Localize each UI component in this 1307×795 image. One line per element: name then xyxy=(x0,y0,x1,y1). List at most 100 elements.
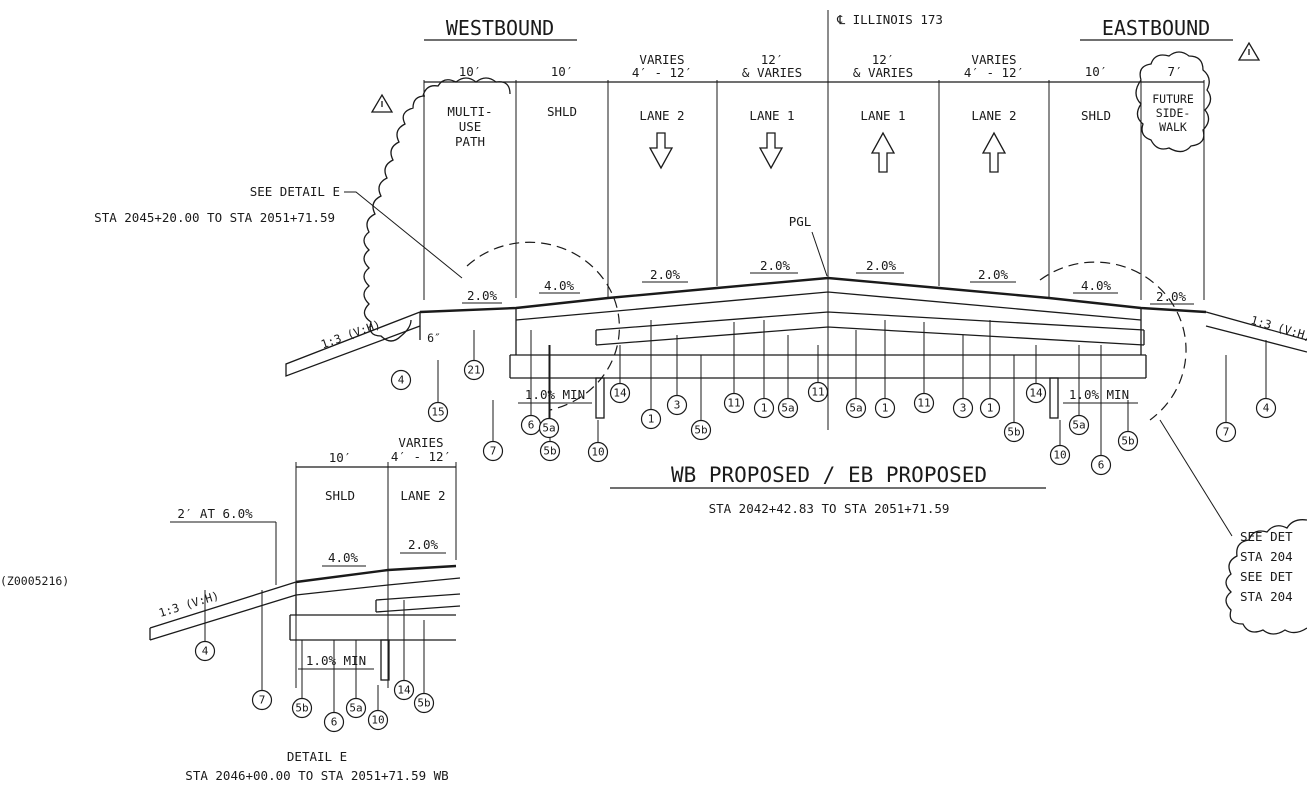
callout-bubble: 5a xyxy=(538,345,560,439)
zone-boundaries xyxy=(423,80,1205,300)
width-label: 4′ - 12′ xyxy=(632,65,692,80)
revision-cloud xyxy=(1135,51,1212,153)
detail-slope-label: 2.0% xyxy=(408,537,439,552)
callout-number: 11 xyxy=(811,386,824,399)
callout-number: 10 xyxy=(591,446,604,459)
right-note-line: SEE DET xyxy=(1240,569,1293,584)
callout-bubble: 14 xyxy=(609,345,631,404)
callout-bubble: 3 xyxy=(666,335,688,416)
width-label: 10′ xyxy=(1085,64,1108,79)
callout-bubble: 10 xyxy=(1049,420,1071,466)
callout-bubble: 5a xyxy=(1068,345,1090,436)
slope-label: 2.0% xyxy=(650,267,681,282)
pgl-leader xyxy=(811,231,828,277)
detail-zone-label: LANE 2 xyxy=(400,488,445,503)
up-arrow-icon xyxy=(981,131,1007,173)
down-arrow-icon xyxy=(758,132,784,170)
width-label: 10′ xyxy=(551,64,574,79)
zone-label: SIDE- xyxy=(1156,106,1191,120)
callout-number: 4 xyxy=(398,374,405,387)
slope-label: 2.0% xyxy=(467,288,498,303)
width-label: 12′ xyxy=(872,52,895,67)
callout-bubble: 4 xyxy=(1255,340,1277,419)
width-label: 12′ xyxy=(761,52,784,67)
revision-cloud xyxy=(422,77,511,97)
min-slope-label: 1.0% MIN xyxy=(1069,387,1129,402)
callout-number: 1 xyxy=(648,413,655,426)
callout-number: 6 xyxy=(1098,459,1105,472)
callout-number: 5a xyxy=(349,702,362,715)
zone-label: SHLD xyxy=(1081,108,1111,123)
slope-label: 2.0% xyxy=(1156,289,1187,304)
callout-bubble: 1 xyxy=(979,320,1001,419)
zone-label: SHLD xyxy=(547,104,577,119)
slope-label: 4.0% xyxy=(544,278,575,293)
right-note-line: STA 204 xyxy=(1240,589,1293,604)
callout-number: 5a xyxy=(542,422,555,435)
see-detail-note: SEE DETAIL E xyxy=(250,184,340,199)
callout-bubble: 6 xyxy=(323,640,345,733)
callout-number: 7 xyxy=(1223,426,1230,439)
centerline-label: ℄ ILLINOIS 173 xyxy=(836,12,943,27)
section-title: WB PROPOSED / EB PROPOSED xyxy=(671,463,987,487)
right-note-line: STA 204 xyxy=(1240,549,1293,564)
callout-number: 15 xyxy=(431,406,444,419)
eastbound-header: EASTBOUND xyxy=(1102,16,1210,40)
callout-number: 5b xyxy=(694,424,707,437)
callout-bubble: 15 xyxy=(427,360,449,423)
callout-number: 1 xyxy=(761,402,768,415)
callout-bubble: 5b xyxy=(291,640,313,719)
callout-bubble: 14 xyxy=(1025,345,1047,404)
pavement-surface xyxy=(419,276,1207,419)
revision-triangle-icon xyxy=(370,93,394,113)
callout-bubble: 6 xyxy=(1090,345,1112,476)
detail-station: STA 2046+00.00 TO STA 2051+71.59 WB xyxy=(185,768,448,783)
lane-labels: MULTI- USE PATH SHLD LANE 2 LANE 1 LANE … xyxy=(447,92,1193,149)
callout-bubble: 10 xyxy=(587,420,609,463)
callout-number: 5a xyxy=(849,402,862,415)
slope-label: 4.0% xyxy=(1081,278,1112,293)
see-detail-station: STA 2045+20.00 TO STA 2051+71.59 xyxy=(94,210,335,225)
zone-label: LANE 2 xyxy=(971,108,1016,123)
callout-number: 7 xyxy=(259,694,266,707)
width-label: 4′ - 12′ xyxy=(964,65,1024,80)
detail-title: DETAIL E xyxy=(287,749,347,764)
side-slopes xyxy=(285,311,1307,377)
callout-number: 5b xyxy=(295,702,308,715)
width-label: & VARIES xyxy=(742,65,802,80)
callout-bubble: 5a xyxy=(777,335,799,419)
z-code-note: (Z0005216) xyxy=(0,574,69,588)
callout-number: 21 xyxy=(467,364,480,377)
width-dimensions: 10′ 10′ VARIES 4′ - 12′ 12′ & VARIES 12′… xyxy=(459,52,1183,80)
detail-min-slope: 1.0% MIN xyxy=(306,653,366,668)
callout-bubble: 5b xyxy=(413,620,435,714)
zone-label: MULTI- xyxy=(447,104,492,119)
callout-bubble: 1 xyxy=(874,320,896,419)
zone-label: PATH xyxy=(455,134,485,149)
slope-label: 2.0% xyxy=(866,258,897,273)
callout-bubble: 21 xyxy=(463,330,485,381)
callout-number: 10 xyxy=(1053,449,1066,462)
cross-slope-labels: 2.0% 4.0% 2.0% 2.0% 2.0% 2.0% 4.0% 2.0% xyxy=(462,258,1194,305)
zone-label: WALK xyxy=(1159,120,1187,134)
right-note: SEE DET STA 204 SEE DET STA 204 xyxy=(1240,529,1293,604)
detail-callout-circle xyxy=(466,241,620,411)
min-slope-label: 1.0% MIN xyxy=(525,387,585,402)
width-label: & VARIES xyxy=(853,65,913,80)
revision-cloud xyxy=(363,95,426,342)
detail-extra-slope: 2′ AT 6.0% xyxy=(177,506,253,521)
callout-bubble: 7 xyxy=(482,400,504,462)
callout-number: 7 xyxy=(490,445,497,458)
westbound-header: WESTBOUND xyxy=(446,16,554,40)
six-inch-label: 6″ xyxy=(427,331,441,345)
callout-bubble: 1 xyxy=(640,320,662,430)
callout-bubble: 5b xyxy=(690,355,712,441)
callout-number: 11 xyxy=(727,397,740,410)
width-label: VARIES xyxy=(639,52,684,67)
callout-number: 5a xyxy=(781,402,794,415)
callout-bubble: 11 xyxy=(723,322,745,414)
callout-number: 4 xyxy=(1263,402,1270,415)
